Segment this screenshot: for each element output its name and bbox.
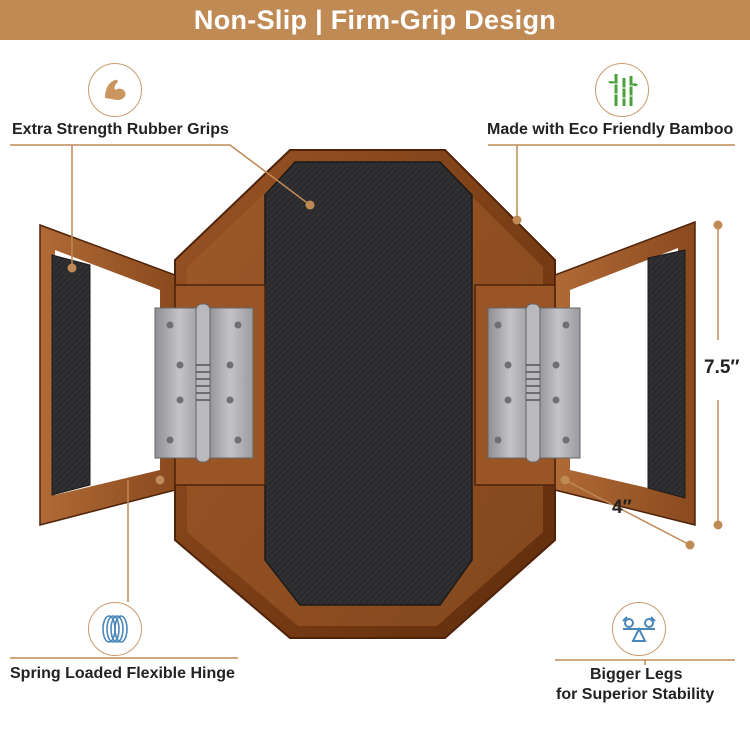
title-banner: Non-Slip | Firm-Grip Design — [0, 0, 750, 40]
spring-icon — [88, 602, 142, 656]
muscle-icon — [88, 63, 142, 117]
grips-label: Extra Strength Rubber Grips — [12, 121, 229, 138]
balance-icon — [612, 602, 666, 656]
legs-label-line1: Bigger Legs — [590, 666, 683, 683]
octagon-tray — [174, 149, 556, 639]
legs-label-line2: for Superior Stability — [556, 686, 715, 703]
width-dimension: 4″ — [612, 497, 632, 518]
right-hinge — [487, 303, 581, 463]
callout-lines — [10, 144, 735, 665]
left-hinge — [154, 303, 254, 463]
bamboo-label: Made with Eco Friendly Bamboo — [487, 121, 734, 138]
hinge-label: Spring Loaded Flexible Hinge — [10, 665, 235, 682]
bamboo-icon — [595, 63, 649, 117]
height-dimension: 7.5″ — [704, 357, 740, 378]
banner-title: Non-Slip | Firm-Grip Design — [193, 4, 557, 35]
callout-dots — [67, 200, 723, 550]
